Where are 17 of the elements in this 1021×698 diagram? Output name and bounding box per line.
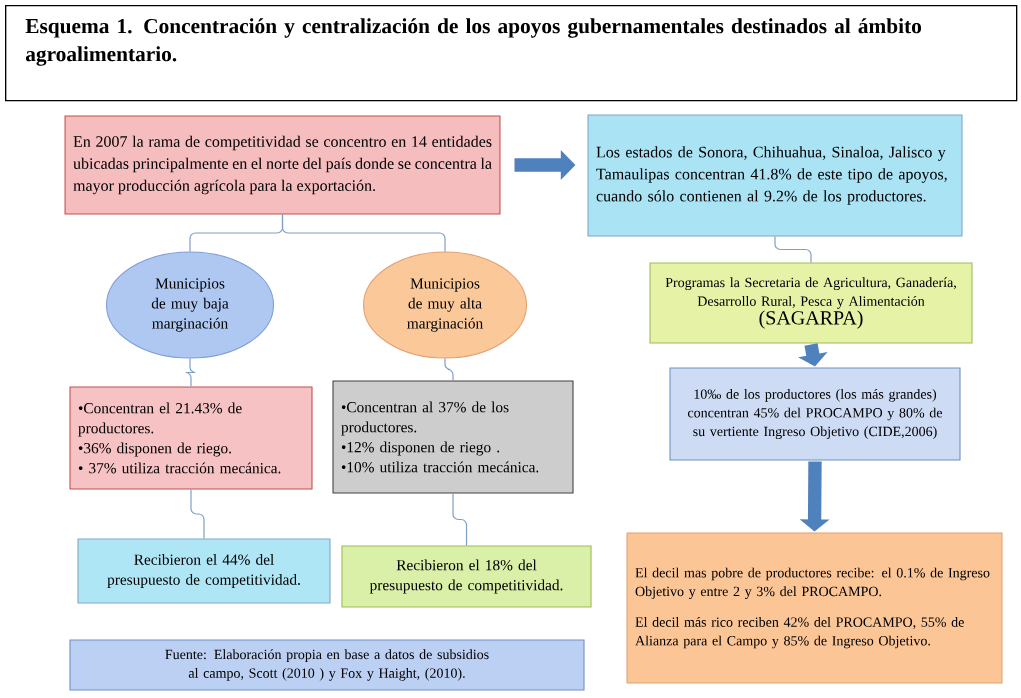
bullet-box: •Concentran el 21.43% de productores. •36% disponen de riego. • 37% utiliza tracción mecánica. — [69, 386, 313, 490]
text-box: 10‰ de los productores (los más grandes) concentran 45% del PROCAMPO y 80% de su vertiente Ingreso Objetivo (CIDE,2006) — [669, 367, 961, 461]
text-box: El decil mas pobre de productores recibe: el 0.1% de Ingreso Objetivo y entre 2 y 3% del PROCAMPO. El decil más rico reciben 42% del PROCAMPO, 55% de Alianza para el Campo y 85% de Ingreso Objetivo. — [626, 532, 1003, 684]
bracket-connector — [452, 492, 468, 547]
result-box: Recibieron el 44% del presupuesto de competitividad. — [77, 538, 331, 604]
bracket-connector — [185, 357, 196, 388]
bracket-connector — [281, 213, 446, 253]
text-box: Los estados de Sonora, Chihuahua, Sinaloa, Jalisco y Tamaulipas concentran 41.8% de este tipo de apoyos, cuando sólo contienen al 9.2% de los productores. — [587, 114, 963, 237]
bracket-connector — [774, 235, 812, 264]
title: Esquema 1. Concentración y centralización de los apoyos gubernamentales destinados al ámbito agroalimentario. — [25, 18, 921, 66]
bullet-box: •Concentran al 37% de los productores. •12% disponen de riego . •10% utiliza tracción mecánica. — [332, 380, 574, 494]
source-box: Fuente: Elaboración propia en base a datos de subsidios al campo, Scott (2010 ) y Fox y Haight, (2010). — [69, 639, 585, 691]
bracket-connector — [444, 357, 454, 382]
result-box: Recibieron el 18% del presupuesto de competitividad. — [341, 545, 592, 608]
bracket-connector — [190, 488, 205, 540]
program-box: Programas la Secretaria de Agricultura, Ganadería, Desarrollo Rural, Pesca y Alimentación (SAGARPA) — [649, 262, 973, 344]
text-box: En 2007 la rama de competitividad se concentro en 14 entidades ubicadas principalmente en el norte del país donde se concentra la mayor producción agrícola para la exportación. — [64, 115, 501, 215]
